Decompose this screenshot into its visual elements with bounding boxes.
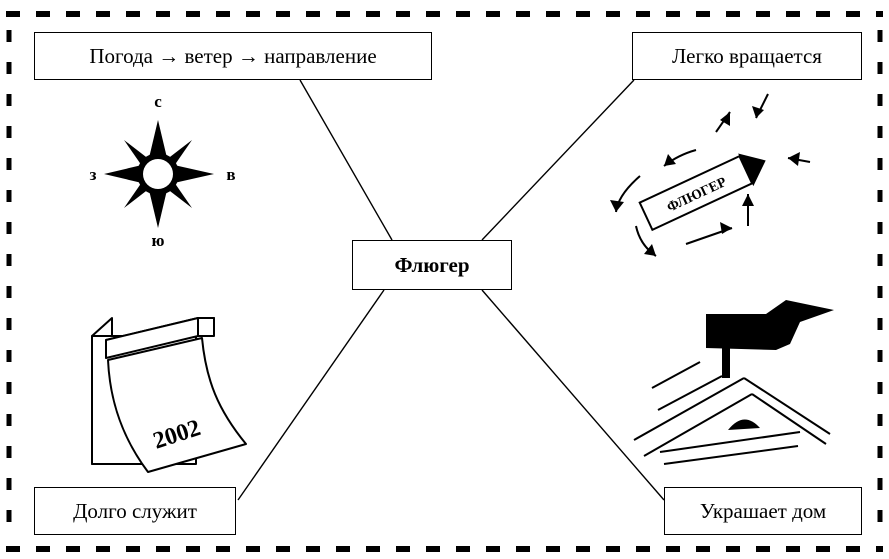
compass-west-label: з [90,165,97,184]
node-rotates-easily: Легко вращается [632,32,862,80]
connector-lines [237,79,665,501]
rotating-vane-icon: ФЛЮГЕР [610,93,811,257]
center-node: Флюгер [352,240,512,290]
house-weathervane-icon [633,300,834,465]
connector-weather [299,79,393,241]
connector-lasts [237,289,385,501]
compass-south-label: ю [152,231,165,250]
compass-east-label: в [226,165,235,184]
compass-rose-icon: с ю з в [90,92,236,250]
calendar-icon: 2002 [91,317,247,473]
node-decorates-house: Украшает дом [664,487,862,535]
node-lasts-long: Долго служит [34,487,236,535]
compass-north-label: с [154,92,162,111]
dashed-frame [6,11,883,552]
connector-decorates [481,289,665,501]
connector-rotates [481,79,635,241]
node-weather-direction: Погода → ветер → направление [34,32,432,80]
